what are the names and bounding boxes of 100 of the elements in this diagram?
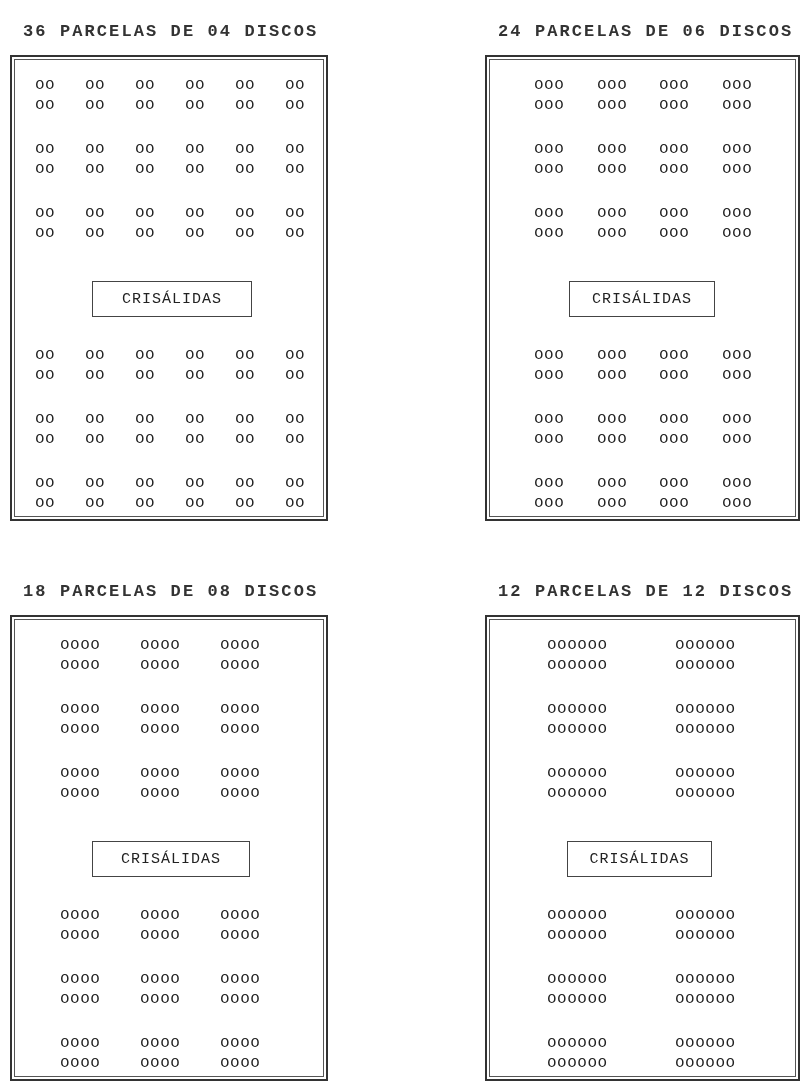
disc-group: oo [35, 495, 56, 511]
disc-group: ooo [722, 347, 753, 363]
disc-group: ooo [597, 367, 628, 383]
disc-group: oo [35, 225, 56, 241]
disc-group: oo [185, 431, 206, 447]
crysalis-label: CRISÁLIDAS [92, 841, 250, 877]
panel-title: 36 PARCELAS DE 04 DISCOS [23, 22, 319, 41]
disc-group: oo [285, 225, 306, 241]
disc-group: oooo [60, 927, 101, 943]
disc-group: ooo [722, 225, 753, 241]
disc-group: oooooo [675, 971, 736, 987]
disc-group: oooooo [675, 927, 736, 943]
disc-group: oooooo [547, 927, 608, 943]
disc-group: oo [85, 97, 106, 113]
disc-group: oo [85, 161, 106, 177]
disc-group: ooo [722, 475, 753, 491]
disc-group: ooo [659, 367, 690, 383]
disc-group: oooooo [547, 1055, 608, 1071]
disc-group: oo [185, 347, 206, 363]
disc-group: oo [185, 97, 206, 113]
disc-group: ooo [597, 161, 628, 177]
crysalis-label: CRISÁLIDAS [569, 281, 715, 317]
disc-group: oo [285, 367, 306, 383]
disc-group: ooo [722, 411, 753, 427]
disc-group: oooo [140, 907, 181, 923]
disc-group: oooooo [675, 1035, 736, 1051]
disc-group: ooo [659, 77, 690, 93]
disc-group: oooo [140, 991, 181, 1007]
disc-group: oooooo [675, 765, 736, 781]
disc-group: oo [185, 77, 206, 93]
disc-group: oo [235, 97, 256, 113]
disc-group: ooo [597, 347, 628, 363]
disc-group: oo [285, 475, 306, 491]
disc-group: oo [235, 225, 256, 241]
disc-group: oooooo [547, 657, 608, 673]
disc-group: ooo [722, 431, 753, 447]
disc-group: oooooo [675, 785, 736, 801]
disc-group: oooooo [547, 721, 608, 737]
disc-group: oo [35, 205, 56, 221]
disc-group: oo [85, 475, 106, 491]
disc-group: oo [285, 161, 306, 177]
disc-group: ooo [722, 495, 753, 511]
disc-group: oo [135, 205, 156, 221]
disc-group: ooo [534, 411, 565, 427]
disc-group: oo [135, 225, 156, 241]
disc-group: oo [235, 411, 256, 427]
disc-group: ooo [659, 161, 690, 177]
disc-group: oo [285, 97, 306, 113]
disc-group: oooooo [675, 1055, 736, 1071]
disc-group: oooooo [547, 971, 608, 987]
disc-group: oo [85, 141, 106, 157]
disc-group: oooooo [675, 701, 736, 717]
disc-group: ooo [659, 495, 690, 511]
disc-group: oooooo [547, 1035, 608, 1051]
disc-group: ooo [597, 77, 628, 93]
disc-group: ooo [722, 77, 753, 93]
disc-group: ooo [659, 411, 690, 427]
panel-title: 12 PARCELAS DE 12 DISCOS [498, 582, 794, 601]
disc-group: ooo [534, 495, 565, 511]
disc-group: oo [235, 431, 256, 447]
disc-group: oo [135, 97, 156, 113]
disc-group: oooo [140, 927, 181, 943]
disc-group: ooo [597, 475, 628, 491]
disc-group: oooo [60, 1035, 101, 1051]
disc-group: oooo [140, 657, 181, 673]
disc-group: oo [285, 347, 306, 363]
disc-group: ooo [534, 225, 565, 241]
disc-group: oo [135, 141, 156, 157]
disc-group: oo [85, 495, 106, 511]
disc-group: ooo [534, 431, 565, 447]
disc-group: oooo [60, 637, 101, 653]
disc-group: oo [35, 347, 56, 363]
disc-group: oo [85, 411, 106, 427]
disc-group: oooo [140, 721, 181, 737]
crysalis-label: CRISÁLIDAS [92, 281, 252, 317]
disc-group: oooooo [675, 907, 736, 923]
disc-group: ooo [722, 161, 753, 177]
disc-group: oo [285, 431, 306, 447]
disc-group: oo [85, 431, 106, 447]
disc-group: oo [85, 77, 106, 93]
disc-group: oo [185, 225, 206, 241]
disc-group: oo [135, 431, 156, 447]
disc-group: oooo [60, 907, 101, 923]
disc-group: oo [235, 77, 256, 93]
disc-group: oo [35, 161, 56, 177]
disc-group: oooooo [547, 785, 608, 801]
disc-group: oo [35, 411, 56, 427]
disc-group: oo [235, 475, 256, 491]
disc-group: oo [35, 475, 56, 491]
disc-group: ooo [659, 431, 690, 447]
disc-group: ooo [722, 97, 753, 113]
disc-group: oo [285, 141, 306, 157]
disc-group: oo [285, 495, 306, 511]
disc-group: oo [135, 495, 156, 511]
disc-group: oooooo [547, 991, 608, 1007]
disc-group: ooo [534, 475, 565, 491]
disc-group: ooo [722, 141, 753, 157]
disc-group: oooo [140, 1035, 181, 1051]
disc-group: ooo [534, 205, 565, 221]
disc-group: oooo [220, 927, 261, 943]
